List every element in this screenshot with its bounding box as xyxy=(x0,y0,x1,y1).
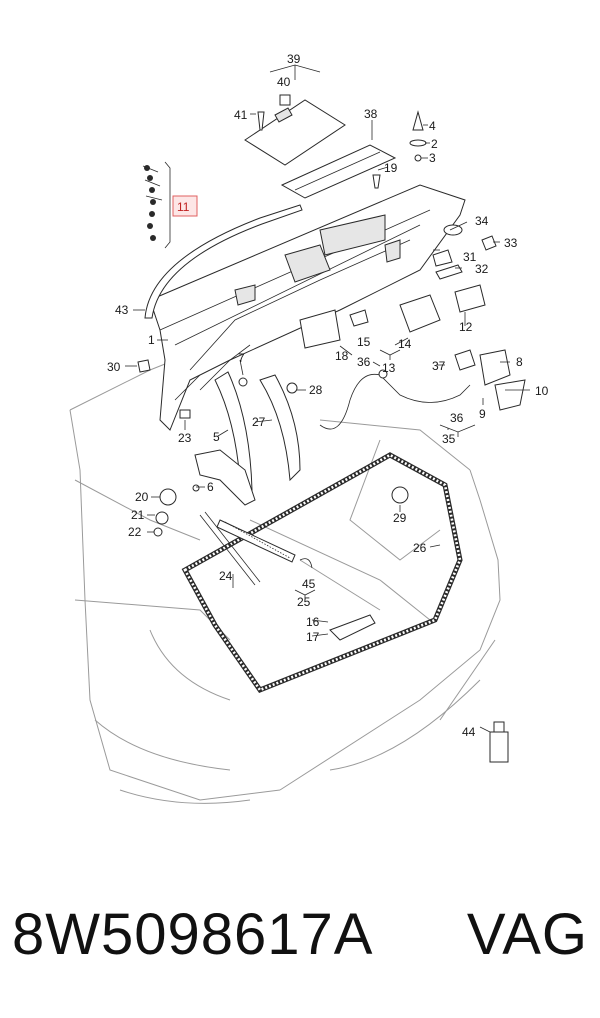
callout-18: 18 xyxy=(335,349,349,363)
leader-lines xyxy=(125,64,530,733)
highlighted-callout-box xyxy=(172,195,198,217)
footer: 8W5098617A VAG xyxy=(0,895,600,985)
lock-bracket xyxy=(329,614,376,641)
callout-32: 32 xyxy=(475,262,489,276)
callout-40: 40 xyxy=(277,75,291,89)
callout-17: 17 xyxy=(306,630,320,644)
callout-11: 11 xyxy=(177,200,190,214)
callout-34: 34 xyxy=(475,214,489,228)
callout-33: 33 xyxy=(504,236,518,250)
callout-30: 30 xyxy=(107,360,121,374)
callout-45: 45 xyxy=(302,577,316,591)
gas-strut xyxy=(199,511,296,586)
callout-7: 7 xyxy=(238,351,245,365)
callout-35: 35 xyxy=(442,432,456,446)
trunk-seal xyxy=(181,452,463,694)
exploded-parts-diagram: 39 40 41 38 4 2 3 19 11 34 33 31 32 43 1… xyxy=(69,52,549,804)
callout-5: 5 xyxy=(213,430,220,444)
callout-26: 26 xyxy=(413,541,427,555)
callout-31: 31 xyxy=(463,250,477,264)
hinge-bracket xyxy=(194,449,256,506)
callout-27: 27 xyxy=(252,415,266,429)
callout-43: 43 xyxy=(115,303,129,317)
callout-3: 3 xyxy=(429,151,436,165)
callout-6: 6 xyxy=(207,480,214,494)
release-cable xyxy=(319,373,471,430)
fasteners xyxy=(137,94,427,537)
callout-21: 21 xyxy=(131,508,145,522)
trunk-lid-components xyxy=(299,224,497,349)
callout-23: 23 xyxy=(178,431,192,445)
callout-10: 10 xyxy=(535,384,549,398)
callout-numbers: 39 40 41 38 4 2 3 19 11 34 33 31 32 43 1… xyxy=(107,52,549,739)
callout-38: 38 xyxy=(364,107,378,121)
car-body-outline xyxy=(69,349,501,804)
trunk-lid xyxy=(149,184,466,431)
callout-14: 14 xyxy=(398,337,412,351)
callout-16: 16 xyxy=(306,615,320,629)
lid-cover-panels xyxy=(244,99,397,199)
part-number: 8W5098617A xyxy=(12,902,374,967)
callout-25: 25 xyxy=(297,595,311,609)
callout-12: 12 xyxy=(459,320,473,334)
callout-41: 41 xyxy=(234,108,248,122)
fastener-set xyxy=(142,161,171,249)
lid-seal-strip xyxy=(144,204,303,319)
callout-37: 37 xyxy=(432,359,446,373)
callout-9: 9 xyxy=(479,407,486,421)
callout-29: 29 xyxy=(393,511,407,525)
lock-assembly xyxy=(454,349,526,411)
callout-8: 8 xyxy=(516,355,523,369)
callout-28: 28 xyxy=(309,383,323,397)
callout-2: 2 xyxy=(431,137,438,151)
callout-4: 4 xyxy=(429,119,436,133)
callout-36-bottom: 36 xyxy=(450,411,464,425)
callout-20: 20 xyxy=(135,490,149,504)
callout-24: 24 xyxy=(219,569,233,583)
callout-39: 39 xyxy=(287,52,301,66)
brand-label: VAG xyxy=(466,902,588,967)
callout-13: 13 xyxy=(382,361,396,375)
callout-22: 22 xyxy=(128,525,142,539)
touch-up-bottle xyxy=(489,721,509,763)
callout-1: 1 xyxy=(148,333,155,347)
callout-44: 44 xyxy=(462,725,476,739)
callout-19: 19 xyxy=(384,161,398,175)
hook xyxy=(299,558,313,569)
callout-15: 15 xyxy=(357,335,371,349)
callout-36-top: 36 xyxy=(357,355,371,369)
